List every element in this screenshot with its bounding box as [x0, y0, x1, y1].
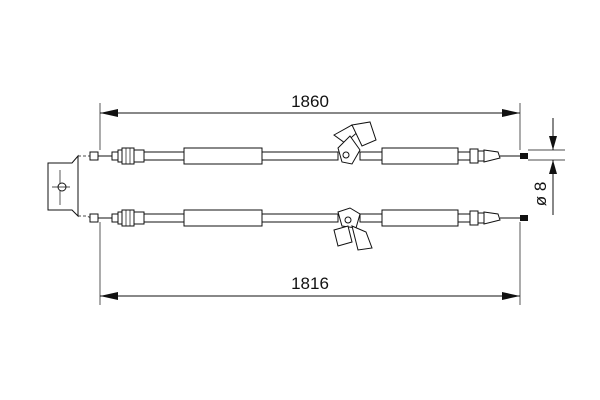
bottom-arrow-right — [502, 292, 520, 300]
bottom-cable-end-collar — [469, 210, 479, 226]
bottom-cable-nut-1 — [111, 213, 119, 223]
top-cable-nut-1 — [111, 151, 119, 161]
bottom-cable-sheath-left — [143, 213, 185, 223]
top-cable-mount-bracket — [333, 121, 377, 165]
top-bracket-arm-b — [351, 121, 377, 147]
diameter-arrow-top — [549, 136, 557, 150]
top-bracket-hole — [342, 151, 350, 159]
top-cable-ferrule — [133, 149, 145, 163]
bottom-cable-end-right — [520, 215, 528, 221]
top-cable-hex-nut — [121, 147, 135, 165]
top-arrow-right — [502, 109, 520, 117]
equalizer-bracket — [47, 154, 93, 219]
top-cable-sheath-mid — [261, 151, 339, 161]
bottom-cable-sheath-right — [457, 213, 471, 223]
bottom-cable-sheath-mid — [261, 213, 339, 223]
top-cable-sheath-mid2 — [359, 151, 383, 161]
bottom-cable-sleeve-2 — [381, 209, 459, 227]
top-cable-nut-2 — [117, 149, 123, 163]
bottom-cable-hex-nut — [121, 209, 135, 227]
bottom-cable-end-cone — [483, 211, 501, 225]
top-cable-sheath-left — [143, 151, 185, 161]
top-cable-end-left — [89, 151, 99, 161]
bottom-length-label: 1816 — [291, 274, 329, 293]
bottom-cable-nut-2 — [117, 211, 123, 225]
bottom-dimension: 1816 — [99, 222, 521, 305]
top-cable-end-collar-2 — [477, 150, 485, 162]
top-cable-sheath-right — [457, 151, 471, 161]
bottom-cable-sleeve-1 — [183, 209, 263, 227]
diameter-label: ø 8 — [531, 182, 550, 207]
top-length-label: 1860 — [291, 92, 329, 111]
bottom-cable — [89, 207, 528, 251]
bottom-cable-sheath-mid2 — [359, 213, 383, 223]
bottom-cable-end-left — [89, 213, 99, 223]
bottom-bracket-hole — [344, 216, 352, 224]
bottom-bracket-arm-a — [333, 225, 353, 247]
bottom-bracket-arm-b — [351, 225, 373, 251]
top-cable-sleeve-2 — [381, 147, 459, 165]
bottom-cable-end-collar-2 — [477, 212, 485, 224]
diameter-arrow-bottom — [549, 160, 557, 174]
diameter-dimension: ø 8 — [528, 118, 565, 215]
top-cable-end-collar — [469, 148, 479, 164]
bottom-cable-mount-bracket — [333, 207, 373, 251]
top-cable-end-right — [520, 153, 528, 159]
top-dimension: 1860 — [99, 92, 521, 150]
bottom-cable-ferrule — [133, 211, 145, 225]
top-cable-sleeve-1 — [183, 147, 263, 165]
bottom-arrow-left — [100, 292, 118, 300]
top-cable-end-cone — [483, 149, 501, 163]
top-arrow-left — [100, 109, 118, 117]
top-cable — [89, 121, 528, 165]
